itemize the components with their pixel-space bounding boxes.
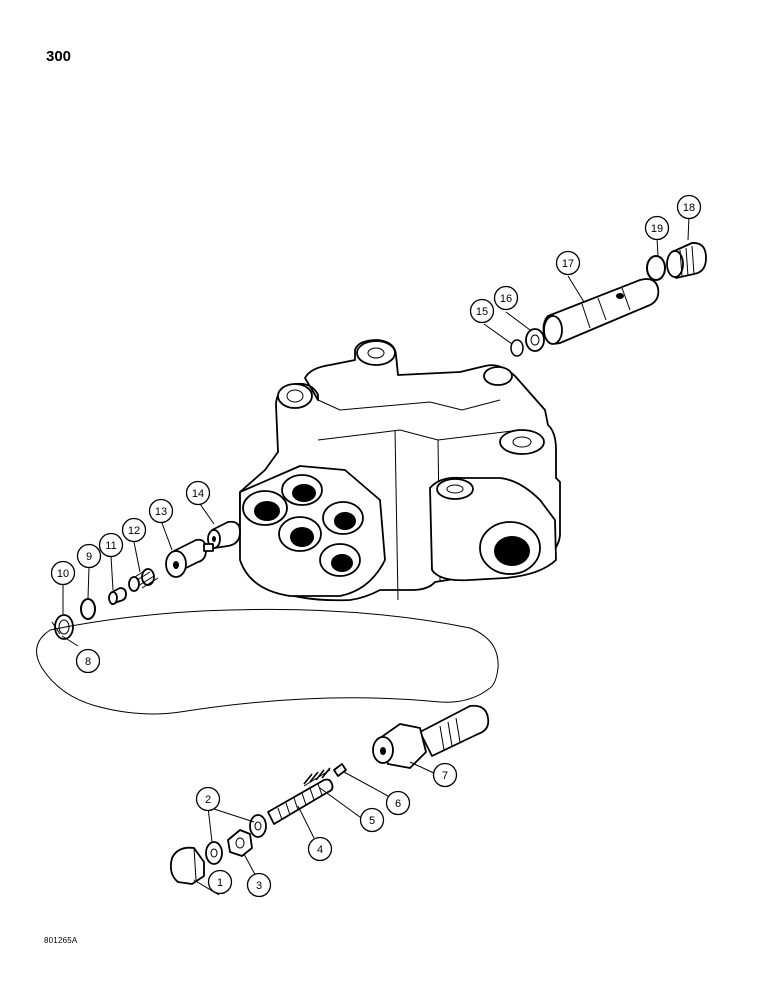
figure-code: 801265A	[44, 936, 78, 945]
top-boss-center	[356, 340, 396, 366]
callout-17: 17	[555, 250, 581, 276]
svg-text:9: 9	[86, 551, 92, 563]
svg-text:6: 6	[395, 798, 401, 810]
leader-lines	[61, 215, 690, 896]
callout-18: 18	[676, 194, 702, 220]
svg-text:1: 1	[217, 877, 223, 889]
part-2-washer-lower	[205, 841, 223, 865]
svg-text:14: 14	[192, 488, 204, 500]
callout-15: 15	[469, 298, 495, 324]
front-ports	[242, 474, 364, 577]
svg-text:7: 7	[442, 770, 448, 782]
callout-9: 9	[76, 543, 102, 569]
callout-3: 3	[246, 872, 272, 898]
part-15-ring	[510, 339, 524, 357]
callout-5: 5	[359, 807, 385, 833]
part-13-poppet	[165, 538, 214, 578]
svg-text:12: 12	[128, 525, 140, 537]
page-number: 300	[46, 48, 72, 65]
part-17-spool	[542, 278, 660, 345]
callout-19: 19	[644, 215, 670, 241]
part-1-cap-nut	[169, 846, 205, 885]
part-12-spring	[128, 568, 159, 592]
callout-8: 8	[75, 648, 101, 674]
svg-text:13: 13	[155, 506, 167, 518]
svg-text:8: 8	[85, 656, 91, 668]
callout-11: 11	[98, 532, 124, 558]
part-7-fitting	[372, 704, 490, 769]
svg-text:11: 11	[105, 540, 116, 552]
part-16-washer	[525, 328, 545, 352]
callout-12: 12	[121, 517, 147, 543]
part-14-cap	[207, 520, 241, 549]
callout-7: 7	[432, 762, 458, 788]
svg-text:16: 16	[500, 293, 512, 305]
part-5-spring	[303, 767, 331, 787]
svg-text:19: 19	[651, 223, 663, 235]
callout-1: 1	[207, 869, 233, 895]
svg-text:5: 5	[369, 815, 375, 827]
callout-2: 2	[195, 786, 221, 812]
assembly-bracket-line	[36, 629, 491, 715]
part-10-ring	[51, 614, 74, 640]
svg-text:2: 2	[205, 794, 211, 806]
callout-6: 6	[385, 790, 411, 816]
part-18-plug	[666, 242, 707, 279]
part-2-washer-upper	[249, 814, 267, 838]
svg-text:4: 4	[317, 844, 323, 856]
part-3-nut	[227, 829, 253, 857]
top-boss-left	[277, 383, 313, 409]
part-19-o-ring	[646, 255, 666, 281]
part-6-ball	[333, 763, 347, 777]
callout-16: 16	[493, 285, 519, 311]
callout-14: 14	[185, 480, 211, 506]
part-4-adjusting-screw	[267, 778, 334, 825]
svg-text:10: 10	[57, 568, 69, 580]
svg-text:3: 3	[256, 880, 262, 892]
top-boss-right	[483, 366, 513, 386]
callout-4: 4	[307, 836, 333, 862]
valve-body	[239, 339, 561, 602]
callout-10: 10	[50, 560, 76, 586]
top-boss-right-rear	[499, 429, 545, 455]
part-9-o-ring	[80, 598, 96, 620]
svg-text:18: 18	[683, 202, 695, 214]
svg-text:17: 17	[562, 258, 574, 270]
svg-text:15: 15	[476, 306, 488, 318]
part-11-spacer	[108, 587, 127, 605]
callout-13: 13	[148, 498, 174, 524]
